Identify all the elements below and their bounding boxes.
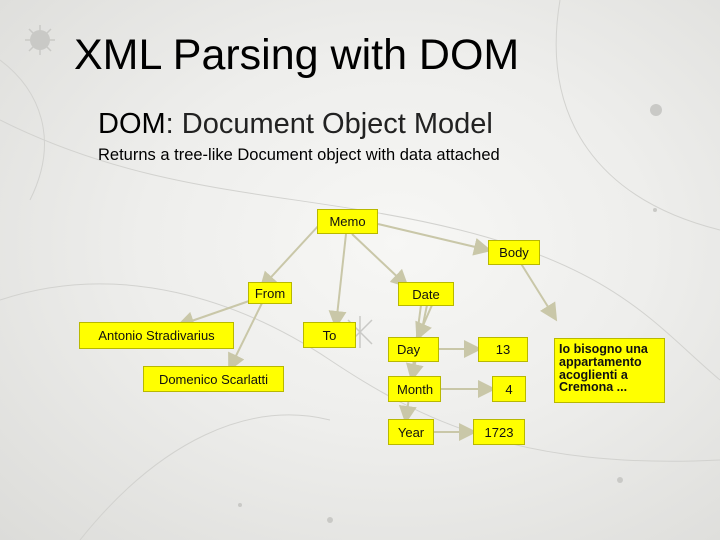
subtitle-acronym: DOM xyxy=(98,108,166,140)
node-month-value: 4 xyxy=(492,376,526,402)
edge-body-text xyxy=(519,261,558,322)
edge-date-day xyxy=(415,304,433,341)
node-body-text: Io bisogno una appartamento acoglienti a… xyxy=(554,338,665,403)
edge-from-antonio xyxy=(176,299,253,329)
slide-title: XML Parsing with DOM xyxy=(74,31,520,79)
edge-memo-to xyxy=(328,233,347,329)
node-from-value-2: Domenico Scarlatti xyxy=(143,366,284,392)
node-year-value: 1723 xyxy=(473,419,525,445)
node-month: Month xyxy=(388,376,441,402)
node-to: To xyxy=(303,322,356,348)
node-date: Date xyxy=(398,282,454,306)
node-from: From xyxy=(248,282,292,304)
edge-date-year xyxy=(398,304,422,424)
edge-memo-from xyxy=(259,223,321,290)
edge-memo-body xyxy=(377,223,492,256)
node-day-value: 13 xyxy=(478,337,528,362)
node-from-value-1: Antonio Stradivarius xyxy=(79,322,234,349)
edge-from-domenico xyxy=(228,302,263,372)
node-year: Year xyxy=(388,419,434,445)
slide-caption: Returns a tree-like Document object with… xyxy=(98,146,500,164)
node-day: Day xyxy=(388,337,439,362)
node-body: Body xyxy=(488,240,540,265)
node-memo: Memo xyxy=(317,209,378,234)
edge-memo-date xyxy=(351,233,409,288)
slide-subtitle: DOM: Document Object Model xyxy=(98,110,493,139)
subtitle-expansion: : Document Object Model xyxy=(165,108,493,140)
